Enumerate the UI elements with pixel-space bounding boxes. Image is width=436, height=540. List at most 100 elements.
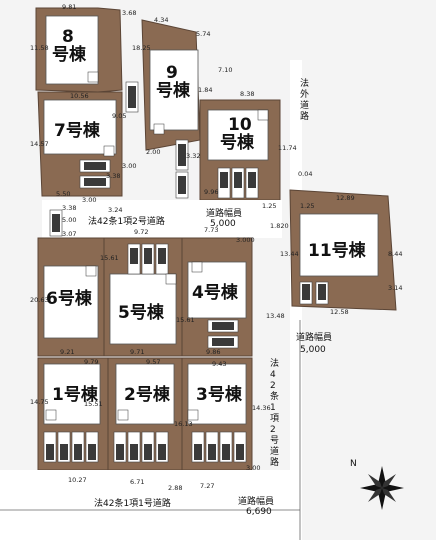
south-road (0, 470, 300, 540)
house-6 (43, 265, 99, 339)
compass-north-label: N (350, 459, 357, 469)
vertical-char: 道 (270, 445, 279, 457)
vertical-char: 路 (300, 110, 309, 122)
vertical-char: 道 (300, 99, 309, 111)
dimension-label: 9.72 (134, 228, 148, 236)
dimension-label: 11.74 (278, 144, 297, 152)
dimension-label: 2.00 (146, 148, 160, 156)
south-road-width-label: 道路幅員 (238, 495, 274, 507)
dimension-label: 16.13 (174, 420, 193, 428)
vertical-char: 号 (270, 435, 279, 446)
dimension-label: 9.81 (62, 3, 76, 11)
vertical-char: 1 (270, 403, 276, 413)
dimension-label: 3.00 (122, 162, 136, 170)
vertical-char: 路 (270, 456, 279, 468)
dimension-labels: 9.81 3.68 4.34 5.74 11.58 18.25 7.10 10.56 8.38 1… (30, 3, 402, 492)
dimension-label: 3.68 (122, 9, 136, 17)
dimension-label: 6.71 (130, 478, 144, 486)
vertical-char: 外 (300, 88, 309, 100)
internal-road-width: 5,000 (210, 219, 236, 229)
dimension-label: 7.27 (200, 482, 214, 490)
east-road-width: 5,000 (300, 345, 326, 355)
dimension-label: 3.000 (236, 236, 255, 244)
dimension-label: 18.25 (132, 44, 151, 52)
vertical-char: 法 (300, 77, 309, 89)
dimension-label: 15.61 (176, 316, 195, 324)
internal-road-name: 法42条1項2号道路 (88, 215, 165, 227)
dimension-label: 5.74 (196, 30, 210, 38)
dimension-label: 9.96 (204, 188, 218, 196)
dimension-label: 13.48 (266, 312, 285, 320)
dimension-label: 5.50 (56, 190, 70, 198)
dimension-label: 9.79 (84, 358, 98, 366)
stair-marks (45, 71, 269, 421)
parking-spaces (43, 81, 329, 463)
south-road-width: 6,690 (246, 507, 272, 517)
east-road-width-label: 道路幅員 (296, 331, 332, 343)
dimension-label: 3.00 (82, 196, 96, 204)
dimension-label: 15.61 (100, 254, 119, 262)
dimension-label: 3.14 (388, 284, 402, 292)
house-9 (149, 49, 199, 131)
dimension-label: 14.75 (30, 398, 49, 406)
dimension-label: 14.36 (252, 404, 271, 412)
lot-label-11: 11号棟 (308, 240, 367, 261)
east-road-name-vertical: 法42条1項2号道路 (270, 357, 279, 468)
internal-road-width-label: 道路幅員 (206, 207, 242, 219)
dimension-label: 8.38 (240, 90, 254, 98)
vertical-char: 4 (270, 370, 276, 380)
south-road-name: 法42条1項1号道路 (94, 497, 171, 509)
dimension-label: 1.84 (198, 86, 212, 94)
dimension-label: 1.25 (262, 202, 276, 210)
lot-label-1: 1号棟 (52, 384, 99, 405)
vertical-char: 2 (270, 381, 276, 391)
lot-label-4: 4号棟 (192, 282, 239, 303)
lot-label-5: 5号棟 (118, 302, 165, 323)
vertical-char: 項 (270, 413, 279, 424)
house-11 (299, 213, 379, 277)
vertical-char: 条 (270, 390, 279, 402)
dimension-label: 7.73 (204, 226, 218, 234)
dimension-label: 10.56 (70, 92, 89, 100)
dimension-label: 9.43 (212, 360, 226, 368)
dimension-label: 2.88 (168, 484, 182, 492)
dimension-label: 7.10 (218, 66, 232, 74)
dimension-label: 13.44 (280, 250, 299, 258)
dimension-label: 9.57 (146, 358, 160, 366)
house-7 (43, 99, 117, 155)
north-compass-icon (360, 466, 404, 510)
lot-label-7: 7号棟 (54, 120, 101, 141)
dimension-label: 5.00 (62, 216, 76, 224)
lot-label-6: 6号棟 (46, 288, 93, 309)
dimension-label: 3.38 (62, 204, 76, 212)
dimension-label: 1.25 (300, 202, 314, 210)
dimension-label: 11.58 (30, 44, 49, 52)
vertical-char: 2 (270, 425, 276, 435)
dimension-label: 3.00 (246, 464, 260, 472)
dimension-label: 12.58 (330, 308, 349, 316)
dimension-label: 4.34 (154, 16, 168, 24)
lot-label-3: 3号棟 (196, 384, 243, 405)
dimension-label: 3.32 (186, 152, 200, 160)
dimension-label: 9.05 (112, 112, 126, 120)
dimension-label: 3.07 (62, 230, 76, 238)
dimension-label: 8.44 (388, 250, 402, 258)
dimension-label: 9.86 (206, 348, 220, 356)
dimension-label: 10.27 (68, 476, 87, 484)
dimension-label: 1.820 (270, 222, 289, 230)
vertical-char: 法 (270, 357, 279, 369)
dimension-label: 3.24 (108, 206, 122, 214)
dimension-label: 3.38 (106, 172, 120, 180)
lot-label-2: 2号棟 (124, 384, 171, 405)
dimension-label: 20.63 (30, 296, 49, 304)
dimension-label: 14.57 (30, 140, 49, 148)
internal-road (42, 200, 282, 238)
dimension-label: 12.89 (336, 194, 355, 202)
dimension-label: 9.21 (60, 348, 74, 356)
dimension-label: 9.71 (130, 348, 144, 356)
